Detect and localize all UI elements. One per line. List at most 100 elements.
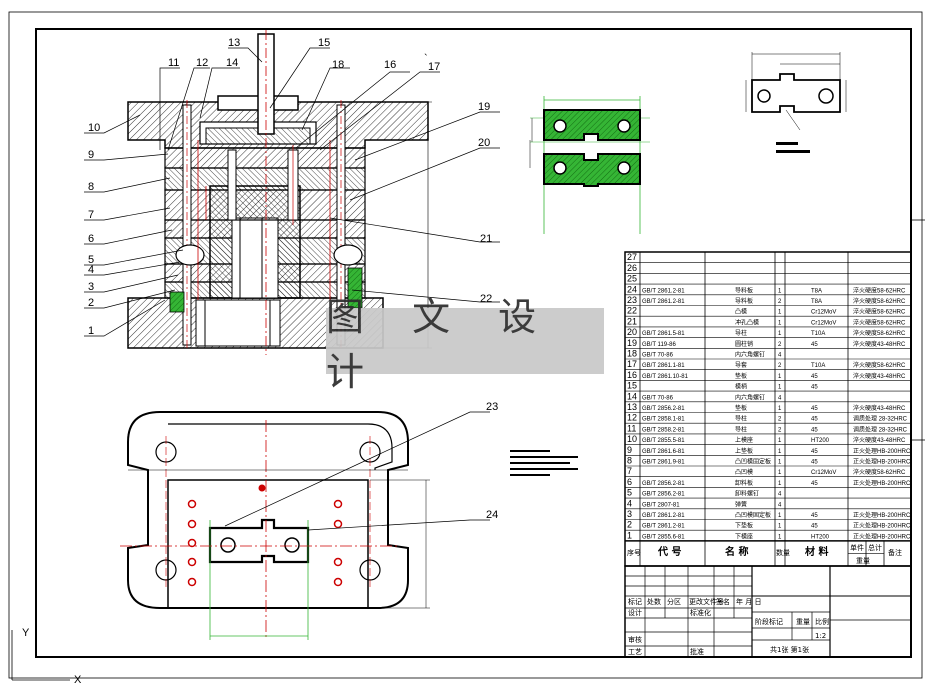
bom-row-code: GB/T 70-86 bbox=[642, 353, 674, 359]
bom-row-note: 淬火硬度43-48HRC bbox=[853, 340, 906, 348]
tb-sheets: 共1张 第1张 bbox=[770, 645, 809, 654]
label-part-23: 23 bbox=[486, 401, 498, 413]
bom-row-name: 内六角螺钉 bbox=[735, 393, 765, 401]
ucs-axis-icon: Y X bbox=[11, 627, 82, 683]
bom-row-qty: 2 bbox=[778, 299, 782, 305]
tb-weight: 重量 bbox=[796, 618, 810, 626]
label-part-21: 21 bbox=[480, 233, 492, 245]
bom-row-note: 正火处理HB-200HRC bbox=[853, 532, 911, 540]
bom-row-qty: 1 bbox=[778, 438, 782, 444]
label-part-15: 15 bbox=[318, 37, 330, 49]
bom-row-code: GB/T 2807-81 bbox=[642, 502, 680, 508]
bom-row-no: 9 bbox=[627, 445, 632, 455]
bom-row-material: 45 bbox=[811, 524, 818, 530]
bom-header-code: 代 号 bbox=[657, 545, 681, 558]
bom-row-note: 正火处理HB-200HRC bbox=[853, 522, 911, 530]
bom-header-name: 名 称 bbox=[725, 545, 748, 558]
bom-row-no: 10 bbox=[627, 434, 637, 444]
bom-row-code: GB/T 2856.2-81 bbox=[642, 492, 685, 498]
bom-row-name: 圆柱销 bbox=[735, 340, 753, 348]
bom-row-qty: 1 bbox=[778, 374, 782, 380]
bom-row-name: 垫板 bbox=[735, 372, 747, 380]
bom-row-qty: 2 bbox=[778, 363, 782, 369]
bom-row-qty: 1 bbox=[778, 470, 782, 476]
bom-row-qty: 4 bbox=[778, 492, 782, 498]
label-part-22: 22 bbox=[480, 293, 492, 305]
bom-row-note: 淬火硬度58-62HRC bbox=[853, 361, 906, 369]
bom-row-material: Cr12MoV bbox=[811, 320, 836, 326]
bom-row-name: 凸模 bbox=[735, 308, 747, 316]
tb-approve: 批准 bbox=[690, 647, 704, 656]
bom-row-no: 26 bbox=[627, 263, 637, 273]
bom-row-material: 45 bbox=[811, 385, 818, 391]
bom-row-material: 45 bbox=[811, 342, 818, 348]
bom-row-no: 23 bbox=[627, 295, 637, 305]
bom-row-code: GB/T 2855.6-81 bbox=[642, 534, 685, 540]
bom-row-qty: 1 bbox=[778, 310, 782, 316]
bom-row-material: 45 bbox=[811, 513, 818, 519]
bom-row-qty: 1 bbox=[778, 460, 782, 466]
bom-row-name: 卸料螺钉 bbox=[735, 490, 759, 498]
strip-layout-view bbox=[529, 96, 650, 234]
bom-row-note: 正火处理HB-200HRC bbox=[853, 447, 911, 455]
bom-row-material: T10A bbox=[811, 331, 825, 337]
bom-row-code: GB/T 2861.2-81 bbox=[642, 299, 685, 305]
bom-row-name: 凸凹模 bbox=[735, 468, 753, 476]
plan-view: 23 24 bbox=[120, 401, 578, 640]
bom-row-no: 11 bbox=[627, 423, 636, 433]
bom-row-code: GB/T 119-86 bbox=[642, 342, 676, 348]
bom-row-note: 淬火硬度43-48HRC bbox=[853, 404, 906, 412]
bom-row-material: 45 bbox=[811, 427, 818, 433]
bom-row-material: T10A bbox=[811, 363, 825, 369]
tb-change-doc: 更改文件号 bbox=[689, 597, 724, 606]
bom-row-name: 上模座 bbox=[735, 436, 753, 444]
bom-row-no: 17 bbox=[627, 359, 637, 369]
bom-row-material: Cr12MoV bbox=[811, 310, 836, 316]
bom-row-material: 45 bbox=[811, 417, 818, 423]
bom-row-no: 1 bbox=[627, 530, 632, 540]
label-part-13: 13 bbox=[228, 37, 240, 49]
bom-row-name: 导柱 bbox=[735, 415, 747, 423]
bom-row-code: GB/T 2861.6-81 bbox=[642, 449, 685, 455]
bom-row-no: 5 bbox=[627, 488, 632, 498]
label-part-8: 8 bbox=[88, 181, 94, 193]
bom-row-no: 22 bbox=[627, 306, 637, 316]
bom-row-code: GB/T 2861.5-81 bbox=[642, 331, 685, 337]
bom-header-unit_weight: 单件 bbox=[850, 543, 864, 552]
tb-review: 审核 bbox=[628, 635, 642, 644]
bom-row-note: 淬火硬度58-62HRC bbox=[853, 308, 906, 316]
label-part-17-prefix: ` bbox=[424, 53, 428, 65]
bom-row-material: 45 bbox=[811, 374, 818, 380]
bom-row-name: 垫板 bbox=[735, 404, 747, 412]
bom-row-code: GB/T 2856.2-81 bbox=[642, 406, 685, 412]
bom-row-name: 导柱 bbox=[735, 329, 747, 337]
bom-header-note: 备注 bbox=[888, 548, 902, 557]
label-part-10: 10 bbox=[88, 122, 100, 134]
bom-row-code: GB/T 2861.2-81 bbox=[642, 524, 685, 530]
label-part-24: 24 bbox=[486, 509, 498, 521]
bom-row-code: GB/T 2861.9-81 bbox=[642, 460, 685, 466]
bom-row-no: 15 bbox=[627, 381, 637, 391]
tb-stage-mark: 阶段标记 bbox=[755, 617, 783, 626]
bom-header-no: 序号 bbox=[627, 548, 641, 557]
part-leaders bbox=[84, 47, 500, 337]
bom-row-no: 4 bbox=[627, 498, 632, 508]
bom-row-name: 导料板 bbox=[735, 297, 753, 305]
label-part-19: 19 bbox=[478, 101, 490, 113]
bom-row-qty: 1 bbox=[778, 449, 782, 455]
bom-row-no: 7 bbox=[627, 466, 632, 476]
tb-scale: 比例 bbox=[815, 617, 829, 626]
bom-row-qty: 2 bbox=[778, 342, 782, 348]
bom-row-no: 20 bbox=[627, 327, 637, 337]
label-part-4: 4 bbox=[88, 264, 94, 276]
label-part-18: 18 bbox=[332, 59, 344, 71]
bom-row-material: T8A bbox=[811, 299, 822, 305]
axis-x-label: X bbox=[74, 674, 82, 683]
bom-row-code: GB/T 2861.1-81 bbox=[642, 363, 685, 369]
tb-zone: 分区 bbox=[667, 597, 681, 606]
bom-row-note: 淬火硬度58-62HRC bbox=[853, 329, 906, 337]
bom-row-material: 45 bbox=[811, 449, 818, 455]
bom-row-name: 冲孔凸模 bbox=[735, 318, 759, 326]
part-labels: 1 2 3 4 5 6 7 8 9 10 11 12 14 13 15 18 1… bbox=[88, 37, 492, 337]
